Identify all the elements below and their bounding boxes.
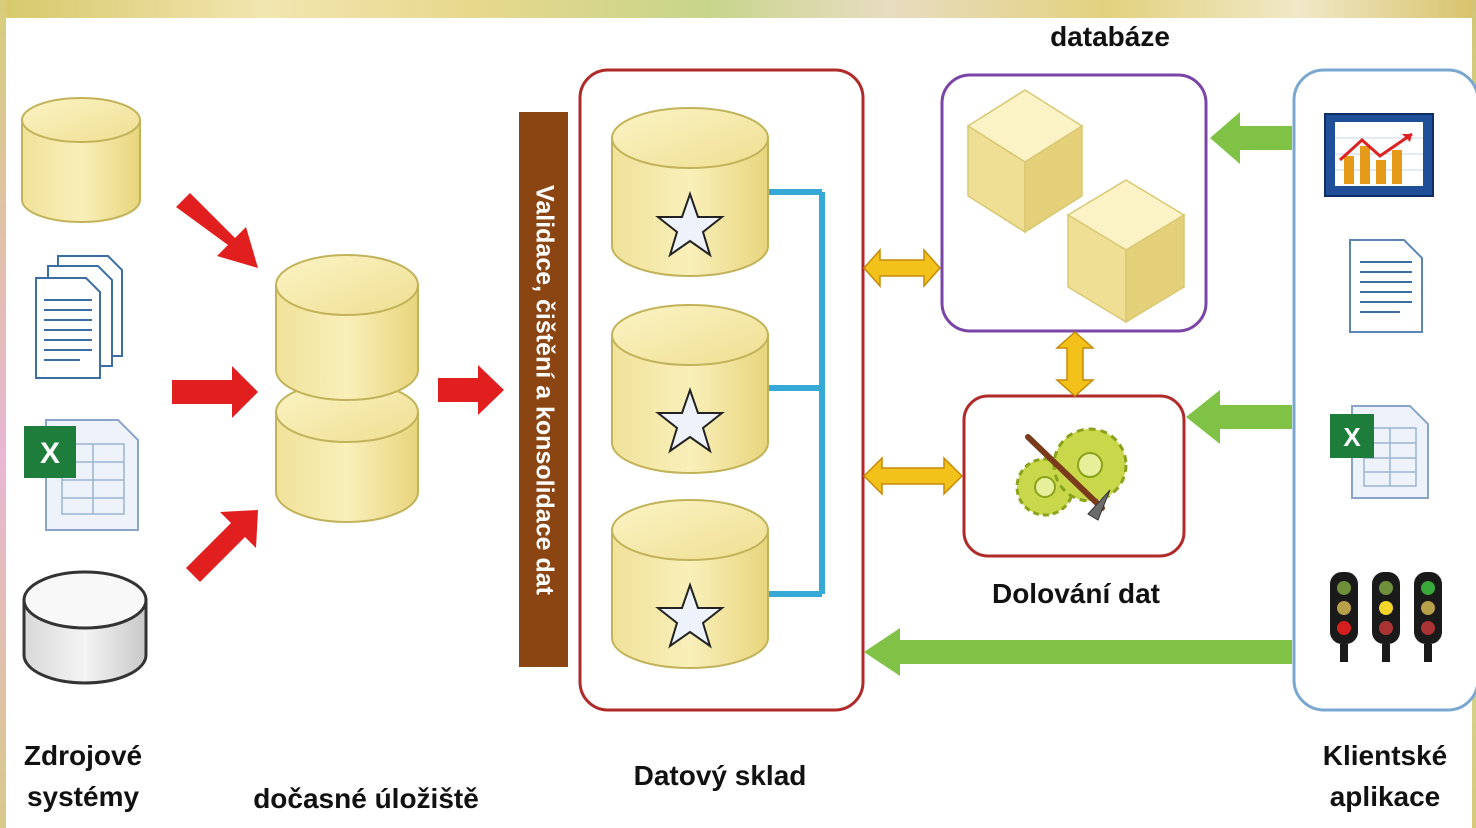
orange-arrows	[862, 248, 1095, 496]
orange-arrow-database-mining	[1055, 330, 1095, 398]
source-documents-icon	[35, 255, 123, 379]
cube-icon-2	[1066, 179, 1186, 324]
warehouse-cylinder-1	[611, 107, 769, 277]
traffic-lights-icon	[1330, 572, 1442, 662]
green-arrows	[864, 112, 1292, 676]
staging-label: dočasné úložiště	[253, 783, 479, 814]
validation-bar: Validace, čištění a konsolidace dat	[519, 112, 568, 667]
chart-icon	[1324, 113, 1434, 197]
star-icon	[655, 190, 725, 258]
document-icon	[1349, 239, 1423, 333]
green-arrow-3	[864, 628, 1292, 676]
source-gray-database-icon	[22, 570, 148, 685]
clients-label: Klientské aplikace	[1322, 740, 1448, 812]
clients-box	[1292, 68, 1476, 712]
source-excel-icon: X	[24, 419, 139, 531]
orange-arrow-warehouse-mining	[862, 456, 964, 496]
warehouse-connectors	[766, 189, 825, 597]
warehouse-label: Datový sklad	[633, 760, 807, 791]
background-strip-top	[0, 0, 1476, 22]
red-arrow-4	[438, 365, 504, 415]
red-arrow-2	[172, 366, 258, 418]
gears-pickaxe-icon	[1015, 427, 1128, 521]
red-arrows	[172, 193, 504, 582]
red-arrow-3	[186, 510, 258, 582]
database-label: databáze	[1050, 21, 1170, 52]
green-arrow-2	[1186, 390, 1292, 444]
mining-label: Dolování dat	[991, 578, 1160, 609]
validation-label: Validace, čištění a konsolidace dat	[530, 184, 558, 595]
cube-icon-1	[966, 89, 1084, 234]
sources-label: Zdrojové systémy	[23, 740, 143, 812]
warehouse-cylinder-3	[611, 499, 769, 669]
svg-text:X: X	[1343, 422, 1361, 452]
background-strip-left	[0, 0, 6, 828]
client-excel-icon: X	[1330, 405, 1429, 499]
red-arrow-1	[176, 193, 258, 268]
svg-text:X: X	[40, 437, 60, 470]
warehouse-cylinder-2	[611, 304, 769, 474]
staging-database-icon	[275, 254, 419, 523]
star-icon	[655, 581, 725, 649]
star-icon	[655, 386, 725, 454]
source-database-icon	[21, 97, 141, 223]
orange-arrow-warehouse-database	[862, 248, 942, 288]
green-arrow-1	[1210, 112, 1292, 164]
